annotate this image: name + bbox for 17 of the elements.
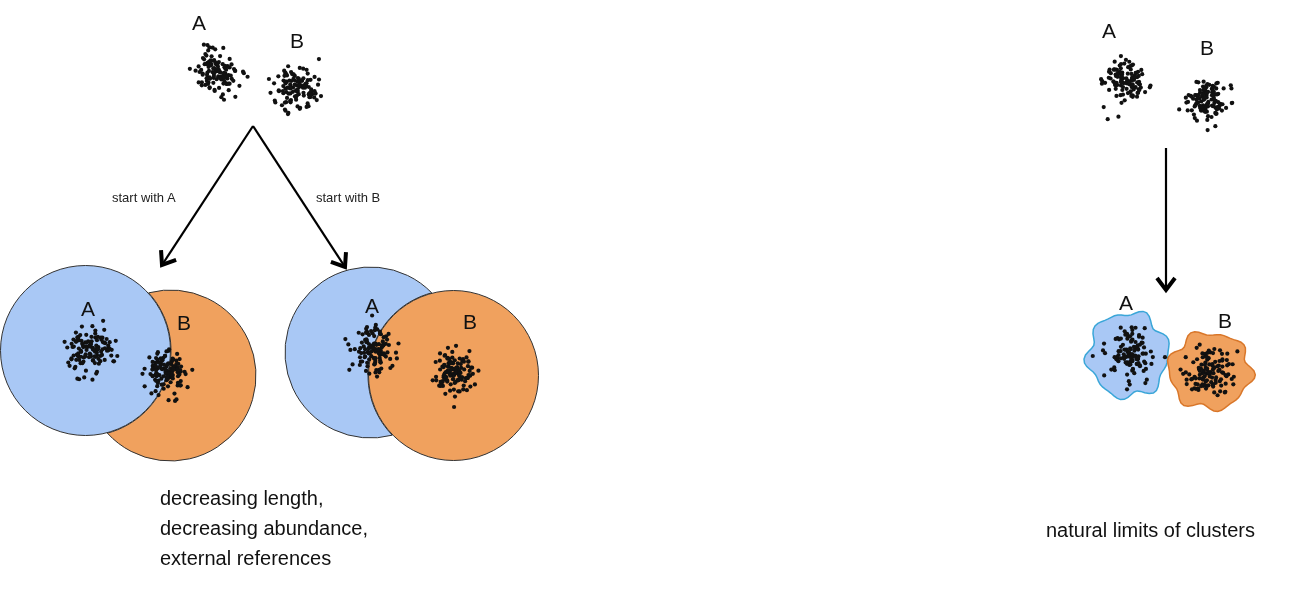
cluster-letter: B [177, 312, 191, 333]
cluster-letter: A [1102, 20, 1116, 41]
cluster-letter: B [1218, 310, 1232, 331]
edge-label: start with B [316, 190, 381, 205]
cluster-letter: B [1200, 37, 1214, 58]
cluster-letter: A [81, 298, 95, 319]
cluster-letter: A [192, 12, 206, 33]
arrow [1155, 148, 1177, 292]
cluster-letter: B [463, 311, 477, 332]
cluster-letter: A [1119, 292, 1133, 313]
cluster-letter: B [290, 30, 304, 51]
caption-text: natural limits of clusters [1046, 518, 1256, 543]
caption-text: decreasing length, decreasing abundance, external references [160, 486, 369, 571]
edge-label: start with A [112, 190, 176, 205]
arrow [252, 125, 348, 269]
cluster-letter: A [365, 295, 379, 316]
arrow [159, 125, 254, 267]
